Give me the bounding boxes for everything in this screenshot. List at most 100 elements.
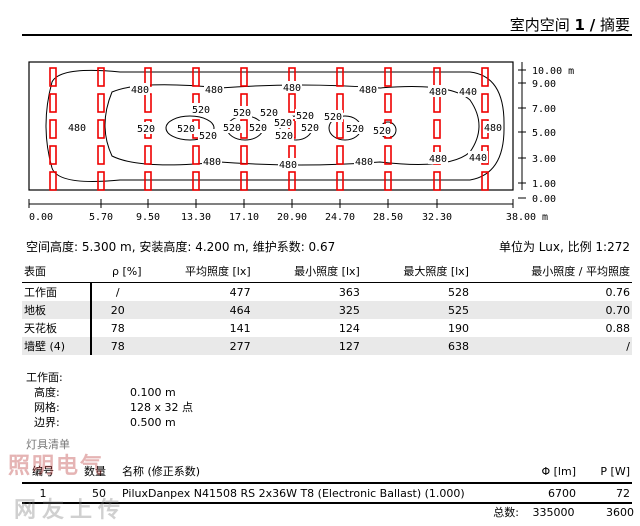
contour-label-bg <box>198 129 218 141</box>
contour-label: 520 <box>301 123 319 134</box>
cell-rho: 78 <box>91 337 144 355</box>
cell-surface: 地板 <box>22 301 92 319</box>
luminaire-mark <box>336 67 344 87</box>
cell-min: 363 <box>338 285 360 299</box>
luminaire-mark <box>384 171 392 191</box>
x-tick-label: 17.10 <box>229 212 259 223</box>
luminaire-mark <box>144 145 152 165</box>
room-info: 空间高度: 5.300 m, 安装高度: 4.200 m, 维护系数: 0.67 <box>26 240 336 254</box>
luminaire-mark <box>49 171 57 191</box>
cell-no: 1 <box>22 482 64 504</box>
cell-qty: 50 <box>64 482 108 504</box>
cell-ratio: / <box>470 337 632 355</box>
contour-label-bg <box>274 129 294 141</box>
col-ratio: 最小照度 / 平均照度 <box>470 260 632 283</box>
col-name: 名称 (修正系数) <box>122 465 201 478</box>
cell-rho: 78 <box>110 321 125 335</box>
contour-label: 520 <box>223 123 241 134</box>
contour-label-bg <box>278 158 298 170</box>
contour-label: 520 <box>274 118 292 129</box>
contour-label: 520 <box>199 131 217 142</box>
header-sub: 摘要 <box>599 16 630 34</box>
height-value: 0.100 m <box>130 386 176 399</box>
contour-label: 520 <box>177 124 195 135</box>
col-rho: ρ [%] <box>91 260 144 283</box>
contour-label-bg <box>372 124 392 136</box>
contour-label: 520 <box>260 108 278 119</box>
contour-label-bg <box>358 83 378 95</box>
contour-label-bg <box>191 103 211 115</box>
luminaire-mark <box>433 171 441 191</box>
contour-label: 480 <box>279 160 297 171</box>
luminaire-mark <box>97 145 105 165</box>
luminaire-mark <box>97 67 105 87</box>
luminaire-mark <box>336 171 344 191</box>
luminaire-mark <box>481 171 489 191</box>
table-row: 工作面 / 477 363 528 0.76 <box>22 282 632 301</box>
contour-label: 480 <box>131 85 149 96</box>
luminaire-mark <box>49 67 57 87</box>
contour-label: 480 <box>205 85 223 96</box>
workplane-grid-row: 网格:128 x 32 点 <box>26 400 193 415</box>
cell-rho: / <box>115 285 120 299</box>
contour-label: 480 <box>359 85 377 96</box>
header-section: 室内空间 <box>509 16 570 34</box>
col-no: 编号 <box>32 465 54 478</box>
cell-avg: 477 <box>229 285 251 299</box>
table-row: 1 50 PiluxDanpex N41508 RS 2x36W T8 (Ele… <box>22 482 632 504</box>
luminaire-mark <box>192 67 200 87</box>
contour-label-bg <box>248 121 268 133</box>
contour-label-bg <box>323 110 343 122</box>
x-tick-label: 38.00 m <box>506 212 548 223</box>
contour-label: 520 <box>324 112 342 123</box>
cell-max: 638 <box>361 337 471 355</box>
luminaire-mark <box>49 119 57 139</box>
header-rule <box>22 34 632 36</box>
contour-label-bg <box>136 122 156 134</box>
watermark-bottom: 网友上传 <box>14 498 127 523</box>
luminaire-mark <box>336 145 344 165</box>
contour-label-bg <box>176 122 196 134</box>
cell-ratio: 0.70 <box>470 301 632 319</box>
luminaire-table-header: 编号 数量 名称 (修正系数) Φ [lm] P [W] <box>22 460 632 483</box>
grid-value: 128 x 32 点 <box>130 401 193 414</box>
room-outline <box>28 61 514 191</box>
contour-label-bg <box>222 121 242 133</box>
contour-label-bg <box>282 81 302 93</box>
luminaire-mark <box>97 171 105 191</box>
luminaire-mark <box>384 145 392 165</box>
luminaire-mark <box>97 93 105 113</box>
workplane-title: 工作面: <box>26 371 63 384</box>
contour-label-bg <box>259 106 279 118</box>
page-header: 室内空间 1 / 摘要 <box>510 14 630 35</box>
contour-label: 520 <box>296 111 314 122</box>
height-label: 高度: <box>34 386 60 399</box>
luminaire-mark <box>240 171 248 191</box>
contour-label: 480 <box>283 83 301 94</box>
contour-label-bg <box>345 122 365 134</box>
contour-label: 520 <box>137 124 155 135</box>
col-power: P [W] <box>600 464 630 478</box>
border-label: 边界: <box>34 416 60 429</box>
luminaire-mark <box>433 119 441 139</box>
luminaire-mark <box>433 67 441 87</box>
workplane-height-row: 高度: 0.100 m <box>26 385 193 400</box>
x-tick-label: 5.70 <box>89 212 113 223</box>
cell-ratio: 0.76 <box>605 285 631 299</box>
cell-flux: 6700 <box>504 482 578 504</box>
contour-label-bg <box>300 121 320 133</box>
contour-label-bg <box>273 116 293 128</box>
luminaire-table: 编号 数量 名称 (修正系数) Φ [lm] P [W] 1 50 PiluxD… <box>22 460 632 504</box>
x-tick-label: 13.30 <box>181 212 211 223</box>
luminaire-mark <box>49 93 57 113</box>
col-min: 最小照度 [lx] <box>252 260 362 283</box>
cell-ratio: 0.88 <box>605 321 631 335</box>
luminaire-mark <box>288 171 296 191</box>
surface-table: 表面 ρ [%] 平均照度 [lx] 最小照度 [lx] 最大照度 [lx] 最… <box>22 260 632 355</box>
x-tick-label: 0.00 <box>29 212 53 223</box>
x-tick-label: 9.50 <box>136 212 160 223</box>
x-tick-label: 32.30 <box>422 212 452 223</box>
contour-label: 480 <box>355 157 373 168</box>
contour-label-bg <box>67 121 87 133</box>
